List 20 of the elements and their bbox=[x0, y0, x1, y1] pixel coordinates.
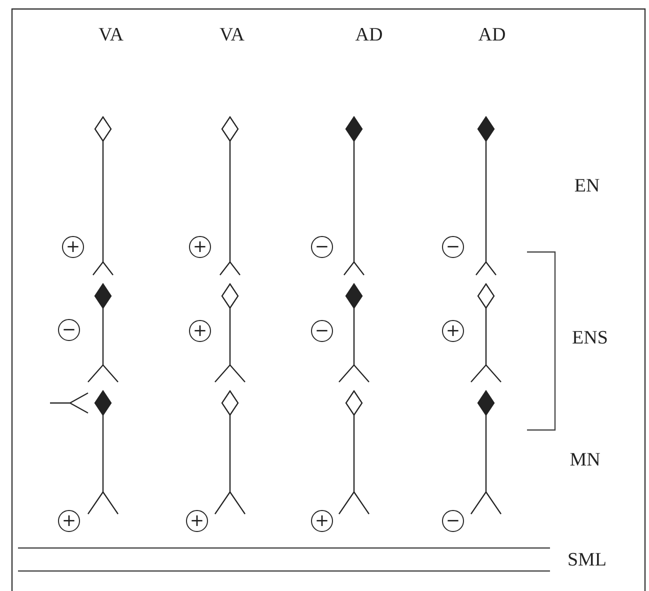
layer-label: MN bbox=[570, 450, 600, 470]
layer-label: EN bbox=[574, 176, 600, 196]
column-label: AD bbox=[355, 26, 383, 44]
sign-symbol: − bbox=[58, 319, 80, 341]
layer-label: ENS bbox=[572, 328, 608, 348]
sign-symbol: + bbox=[62, 236, 84, 258]
sign-symbol: − bbox=[311, 236, 333, 258]
sign-symbol: − bbox=[442, 236, 464, 258]
sign-symbol: − bbox=[442, 510, 464, 532]
column-label: VA bbox=[98, 26, 124, 44]
sign-symbol: + bbox=[311, 510, 333, 532]
column-label: VA bbox=[220, 26, 244, 44]
layer-label: SML bbox=[567, 550, 607, 570]
sign-symbol: + bbox=[58, 510, 80, 532]
sign-symbol: + bbox=[442, 320, 464, 342]
column-label: AD bbox=[478, 26, 506, 44]
sign-symbol: + bbox=[189, 320, 211, 342]
sign-symbol: + bbox=[189, 236, 211, 258]
sign-symbol: + bbox=[186, 510, 208, 532]
sign-symbol: − bbox=[311, 320, 333, 342]
